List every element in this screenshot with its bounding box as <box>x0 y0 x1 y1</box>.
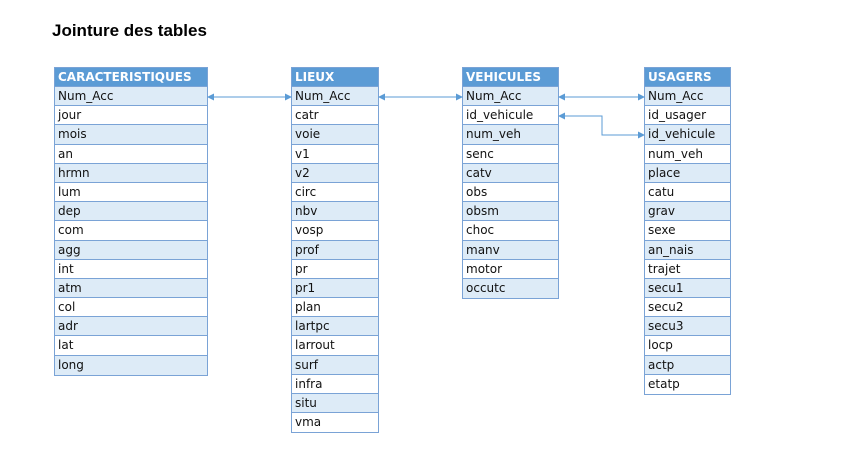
field-lartpc: lartpc <box>292 317 378 337</box>
field-v1: v1 <box>292 144 378 164</box>
field-occutc: occutc <box>463 278 558 299</box>
field-int: int <box>55 259 207 279</box>
field-obs: obs <box>463 182 558 203</box>
field-v2: v2 <box>292 163 378 183</box>
field-secu3: secu3 <box>645 317 730 337</box>
join-link-veh-usa-idvehicule <box>558 112 645 139</box>
field-grav: grav <box>645 202 730 222</box>
field-num-acc: Num_Acc <box>55 87 207 107</box>
field-id-usager: id_usager <box>645 106 730 126</box>
field-situ: situ <box>292 394 378 414</box>
field-agg: agg <box>55 240 207 260</box>
field-id-vehicule: id_vehicule <box>463 106 558 126</box>
field-adr: adr <box>55 317 207 337</box>
field-place: place <box>645 163 730 183</box>
table-header: VEHICULES <box>463 68 558 87</box>
field-num-veh: num_veh <box>645 144 730 164</box>
field-manv: manv <box>463 240 558 260</box>
field-hrmn: hrmn <box>55 163 207 183</box>
field-actp: actp <box>645 355 730 375</box>
field-num-acc: Num_Acc <box>463 87 558 107</box>
field-long: long <box>55 355 207 375</box>
field-dep: dep <box>55 202 207 222</box>
field-num-acc: Num_Acc <box>645 87 730 107</box>
field-larrout: larrout <box>292 336 378 356</box>
field-id-vehicule: id_vehicule <box>645 125 730 145</box>
field-catv: catv <box>463 163 558 183</box>
field-catr: catr <box>292 106 378 126</box>
field-num-veh: num_veh <box>463 125 558 145</box>
field-trajet: trajet <box>645 259 730 279</box>
field-com: com <box>55 221 207 241</box>
field-senc: senc <box>463 144 558 164</box>
field-mois: mois <box>55 125 207 145</box>
field-nbv: nbv <box>292 202 378 222</box>
field-pr: pr <box>292 259 378 279</box>
field-catu: catu <box>645 182 730 203</box>
field-an-nais: an_nais <box>645 240 730 260</box>
field-jour: jour <box>55 106 207 126</box>
field-motor: motor <box>463 259 558 279</box>
field-atm: atm <box>55 278 207 299</box>
field-circ: circ <box>292 182 378 203</box>
table-header: CARACTERISTIQUES <box>55 68 207 87</box>
field-secu1: secu1 <box>645 278 730 299</box>
field-locp: locp <box>645 336 730 356</box>
field-pr1: pr1 <box>292 278 378 299</box>
field-surf: surf <box>292 355 378 375</box>
field-choc: choc <box>463 221 558 241</box>
table-header: USAGERS <box>645 68 730 87</box>
field-infra: infra <box>292 374 378 394</box>
field-vosp: vosp <box>292 221 378 241</box>
field-plan: plan <box>292 298 378 318</box>
table-header: LIEUX <box>292 68 378 87</box>
field-prof: prof <box>292 240 378 260</box>
field-lat: lat <box>55 336 207 356</box>
field-lum: lum <box>55 182 207 203</box>
field-col: col <box>55 298 207 318</box>
field-an: an <box>55 144 207 164</box>
field-vma: vma <box>292 413 378 433</box>
field-obsm: obsm <box>463 202 558 222</box>
field-etatp: etatp <box>645 374 730 394</box>
field-num-acc: Num_Acc <box>292 87 378 107</box>
page-title: Jointure des tables <box>52 21 207 40</box>
field-secu2: secu2 <box>645 298 730 318</box>
field-sexe: sexe <box>645 221 730 241</box>
field-voie: voie <box>292 125 378 145</box>
